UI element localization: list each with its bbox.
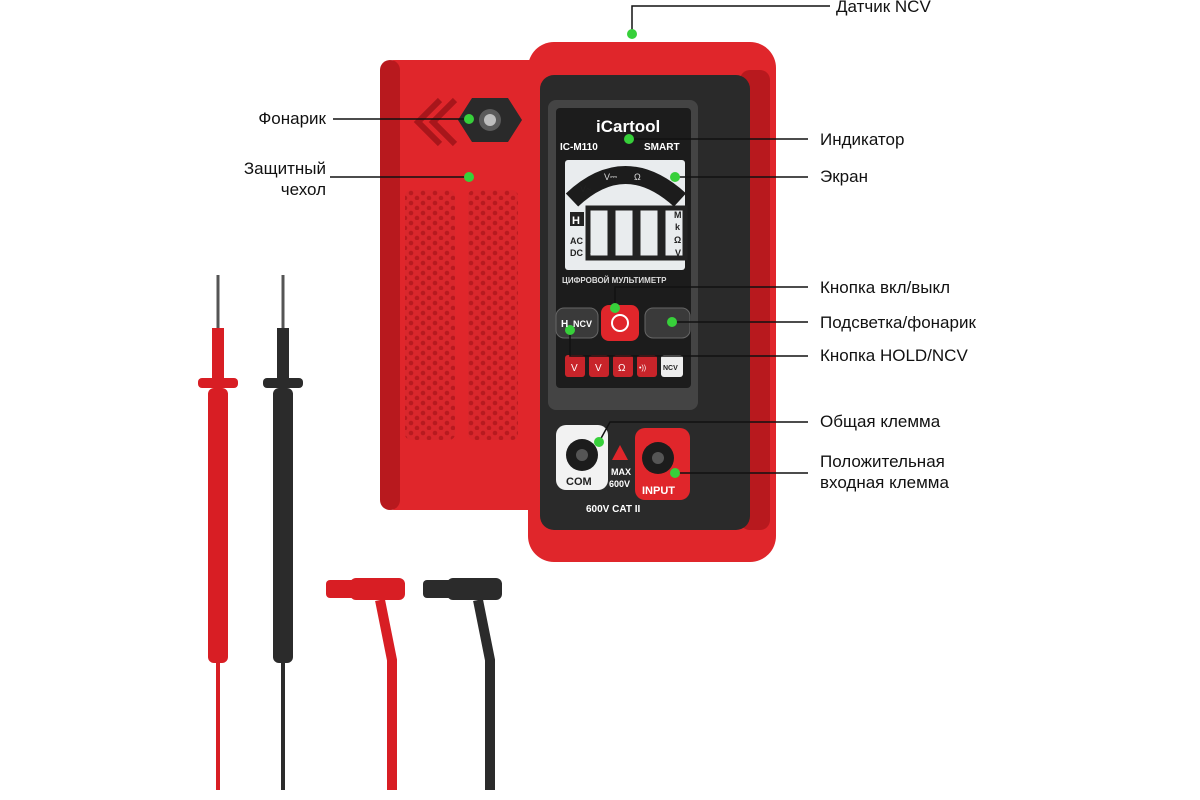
max-label-1: MAX	[611, 467, 631, 477]
callout-positive-terminal: Положительная входная клемма	[820, 452, 949, 492]
callout-case: Защитный чехол	[243, 159, 326, 199]
max-label-2: 600V	[609, 479, 630, 489]
mode-icon-3: Ω	[618, 363, 626, 374]
brand-label: iCartool	[596, 117, 660, 136]
callout-flashlight: Фонарик	[258, 109, 326, 128]
com-label: COM	[566, 476, 592, 488]
callout-indicator: Индикатор	[820, 130, 905, 149]
callout-power-button: Кнопка вкл/выкл	[820, 278, 951, 297]
callout-ncv-sensor: Датчик NCV	[836, 0, 931, 16]
lcd-digits: 8.8.8.8	[590, 253, 594, 255]
callout-common-terminal: Общая клемма	[820, 412, 941, 431]
lcd-unit-v: V	[675, 248, 681, 258]
mode-icon-2: V	[595, 363, 602, 374]
device-text: iCartool IC-M110 SMART V~ V⎓ Ω H AC DC 8…	[560, 117, 682, 515]
model-label: IC-M110	[560, 142, 598, 153]
lcd-unit-ohm: Ω	[674, 235, 681, 245]
lcd-v-ac: V~	[580, 184, 591, 194]
hold-button-label: NCV	[573, 319, 592, 329]
lcd-dc: DC	[570, 248, 583, 258]
callout-screen: Экран	[820, 167, 868, 186]
callout-hold-ncv: Кнопка HOLD/NCV	[820, 346, 968, 365]
rating-label: 600V CAT II	[586, 504, 640, 515]
lcd-unit-m: M	[674, 210, 682, 220]
callout-backlight: Подсветка/фонарик	[820, 313, 976, 332]
lcd-hold: H	[572, 215, 580, 227]
test-leads	[198, 275, 502, 790]
power-button[interactable]	[601, 305, 639, 341]
multimeter-body	[528, 42, 776, 562]
callout-lines	[330, 5, 830, 474]
lcd-ohm: Ω	[634, 172, 641, 182]
protective-case	[380, 60, 555, 510]
mode-icon-1: V	[571, 363, 578, 374]
hold-button-badge: H	[561, 319, 568, 330]
callout-markers	[464, 29, 680, 478]
smart-label: SMART	[644, 142, 680, 153]
mode-icon-5: NCV	[663, 365, 678, 372]
mode-icon-4: •))	[639, 365, 646, 372]
input-label: INPUT	[642, 485, 675, 497]
lcd-v-dc: V⎓	[604, 172, 617, 182]
lcd-ac: AC	[570, 236, 583, 246]
panel-caption: ЦИФРОВОЙ МУЛЬТИМЕТР	[562, 276, 667, 285]
lcd-unit-k: k	[675, 222, 681, 232]
